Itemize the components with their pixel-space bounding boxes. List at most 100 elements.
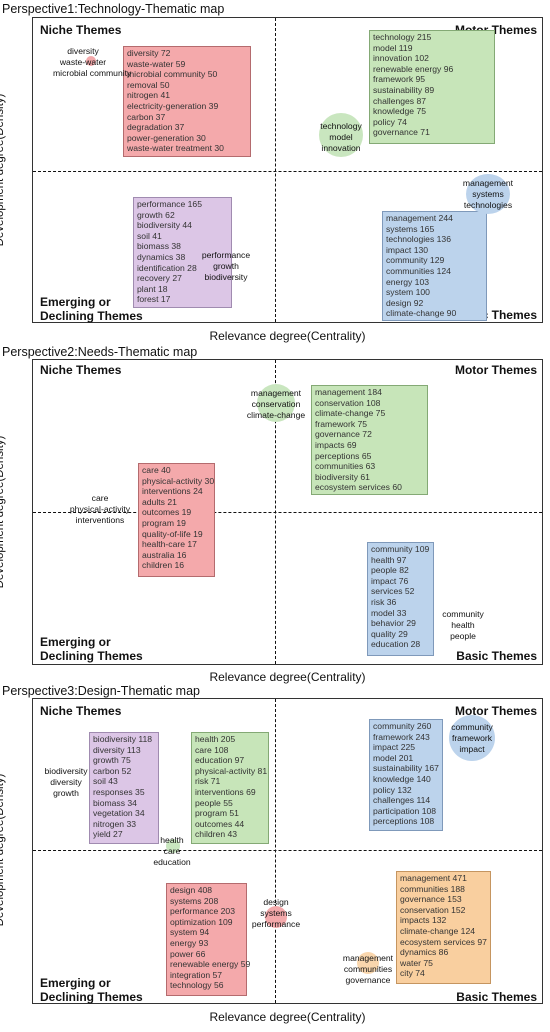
theme-keyword: governance 71 — [373, 127, 430, 138]
theme-keyword: governance 153 — [400, 894, 462, 905]
x-axis-label-3: Relevance degree(Centrality) — [209, 1010, 366, 1024]
theme-keyword: power-generation 30 — [127, 132, 206, 143]
theme-keyword: adults 21 — [142, 496, 177, 507]
theme-keyword: education 28 — [371, 639, 421, 650]
cluster-bubble-management — [466, 174, 510, 214]
cluster-bubble-management — [357, 952, 379, 974]
theme-keyword: perceptions 108 — [373, 816, 435, 827]
cluster-bubble-design — [265, 906, 287, 928]
theme-keyword: biomass 38 — [137, 241, 181, 252]
theme-keyword: energy 93 — [170, 937, 209, 948]
theme-keyword: outcomes 19 — [142, 507, 192, 518]
theme-keyword: performance 165 — [137, 199, 202, 209]
theme-keyword: diversity 72 — [127, 48, 171, 58]
theme-keyword: education 97 — [195, 755, 245, 766]
theme-keyword: community 260 — [373, 721, 432, 731]
theme-keyword: waste-water treatment 30 — [127, 143, 224, 154]
theme-keyword: model 201 — [373, 752, 414, 763]
basic-themes-label: Basic Themes — [456, 649, 537, 663]
basic-themes-label: Basic Themes — [456, 990, 537, 1004]
perspective-2-title: Perspective2:Needs-Thematic map — [2, 345, 198, 359]
theme-keyword: power 66 — [170, 948, 206, 959]
theme-keyword: systems 165 — [386, 223, 435, 234]
theme-keyword: recovery 27 — [137, 273, 182, 284]
theme-keyword: ecosystem services 60 — [315, 482, 402, 493]
theme-keyword: communities 124 — [386, 265, 451, 276]
theme-keyword: biodiversity 118 — [93, 734, 153, 744]
y-axis-label-3: Development degree(Density) — [0, 773, 6, 927]
density-divider — [33, 512, 542, 513]
theme-keyword: communities 63 — [315, 461, 376, 472]
theme-keyword: impacts 69 — [315, 439, 357, 450]
theme-keyword: model 33 — [371, 607, 407, 618]
theme-keyword: quality-of-life 19 — [142, 528, 203, 539]
theme-keyword: plant 18 — [137, 283, 168, 294]
theme-keyword: performance 203 — [170, 906, 235, 917]
perspective-3-title: Perspective3:Design-Thematic map — [2, 684, 200, 698]
theme-keyword: responses 35 — [93, 786, 145, 797]
theme-keyword: outcomes 44 — [195, 818, 245, 829]
theme-keyword: design 92 — [386, 297, 424, 308]
theme-keyword: framework 243 — [373, 731, 430, 742]
theme-keyword: systems 208 — [170, 895, 219, 906]
theme-keyword: physical-activity 30 — [142, 475, 215, 486]
theme-keyword: services 52 — [371, 586, 415, 597]
theme-keyword: impact 76 — [371, 575, 409, 586]
theme-keyword: impacts 132 — [400, 915, 447, 926]
theme-keyword: technologies 136 — [386, 234, 451, 245]
theme-keyword: policy 74 — [373, 116, 407, 127]
theme-keyword: sustainability 89 — [373, 84, 435, 95]
theme-keyword: sustainability 167 — [373, 763, 439, 774]
theme-keyword: program 19 — [142, 517, 186, 528]
cluster-bubble-community — [449, 715, 495, 761]
cluster-bubble-technology — [319, 113, 363, 157]
theme-keyword: innovation 102 — [373, 53, 429, 64]
theme-keyword: policy 132 — [373, 784, 412, 795]
theme-keyword: knowledge 140 — [373, 773, 431, 784]
density-divider — [33, 850, 542, 851]
centrality-divider — [275, 18, 276, 322]
theme-keyword: yield 27 — [93, 829, 123, 840]
theme-keyword: perceptions 65 — [315, 450, 372, 461]
theme-keyword: nitrogen 33 — [93, 818, 137, 829]
theme-keyword: biodiversity 44 — [137, 220, 192, 231]
theme-keyword: quality 29 — [371, 628, 408, 639]
niche-themes-label: Niche Themes — [40, 363, 122, 377]
motor-themes-label: Motor Themes — [454, 363, 537, 377]
theme-keyword: children 43 — [195, 829, 238, 840]
theme-keyword: electricity-generation 39 — [127, 100, 219, 111]
theme-keyword: system 94 — [170, 927, 210, 938]
centrality-divider — [275, 699, 276, 1003]
theme-keyword: interventions 24 — [142, 486, 203, 497]
cluster-bubble-management — [257, 384, 295, 422]
theme-keyword: children 16 — [142, 560, 185, 571]
theme-keyword: impact 130 — [386, 244, 429, 255]
perspective-1-title: Perspective1:Technology-Thematic map — [2, 2, 225, 16]
theme-keyword: health 205 — [195, 734, 236, 744]
theme-keyword: energy 103 — [386, 276, 430, 287]
theme-keyword: diversity 113 — [93, 744, 141, 755]
theme-keyword: degradation 37 — [127, 122, 185, 133]
theme-keyword: care 40 — [142, 465, 171, 475]
theme-keyword: management 471 — [400, 873, 467, 883]
theme-keyword: climate-change 75 — [315, 408, 386, 419]
theme-keyword: growth 75 — [93, 755, 131, 766]
theme-keyword: australia 16 — [142, 549, 187, 560]
